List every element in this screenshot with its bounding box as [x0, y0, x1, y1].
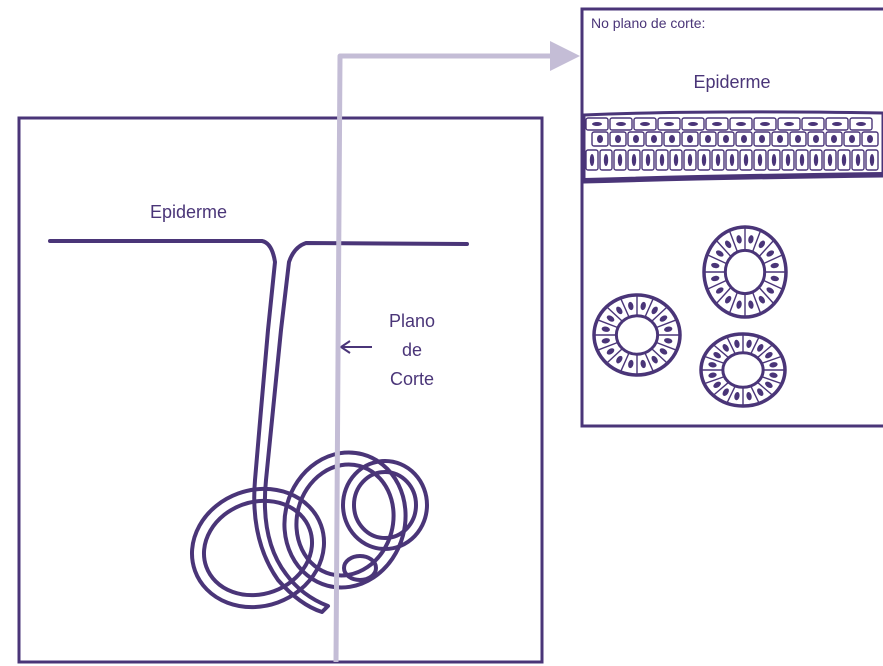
epidermis-cell-nucleus	[760, 122, 770, 126]
epidermis-cell-nucleus	[615, 135, 621, 143]
epidermis-cell-nucleus	[604, 154, 608, 166]
epidermis-cell-nucleus	[795, 135, 801, 143]
epidermis-surface-line	[50, 241, 467, 612]
epidermis-cell-nucleus	[800, 154, 804, 166]
left-epidermis-label: Epiderme	[150, 202, 227, 222]
epidermis-cell-nucleus	[772, 154, 776, 166]
epidermis-cell-nucleus	[592, 122, 602, 126]
epidermis-cell-nucleus	[736, 122, 746, 126]
gland-cross-section	[594, 295, 680, 375]
epidermis-cell-nucleus	[669, 135, 675, 143]
epidermis-cell-nucleus	[786, 154, 790, 166]
epidermis-cell-nucleus	[784, 122, 794, 126]
epidermis-cell-nucleus	[618, 154, 622, 166]
epidermis-cell-nucleus	[758, 154, 762, 166]
epidermis-cell-nucleus	[828, 154, 832, 166]
left-panel: Epiderme Plano de Corte	[19, 118, 542, 662]
coiled-gland	[175, 439, 427, 626]
gland-cross-sections	[594, 227, 786, 406]
epidermis-layer	[584, 112, 883, 182]
epidermis-cell-nucleus	[870, 154, 874, 166]
epidermis-cell-nucleus	[633, 135, 639, 143]
epidermis-cell-nucleus	[597, 135, 603, 143]
epidermis-cell-nucleus	[867, 135, 873, 143]
epidermis-cell-nucleus	[674, 154, 678, 166]
epidermis-cell-nucleus	[632, 154, 636, 166]
epidermis-cell-nucleus	[664, 122, 674, 126]
epidermis-cell-nucleus	[687, 135, 693, 143]
cut-plane-label-line-2: de	[402, 340, 422, 360]
epidermis-cell-nucleus	[688, 154, 692, 166]
epidermis-cell-nucleus	[712, 122, 722, 126]
epidermis-cell-nucleus	[646, 154, 650, 166]
epidermis-cell-nucleus	[688, 122, 698, 126]
epidermis-cell-nucleus	[616, 122, 626, 126]
cut-plane-label-line-1: Plano	[389, 311, 435, 331]
epidermis-cell-nucleus	[705, 135, 711, 143]
epidermis-cell-nucleus	[723, 135, 729, 143]
epidermis-cells	[586, 118, 878, 170]
gland-cross-section	[704, 227, 786, 317]
coil-end	[344, 556, 376, 580]
epidermis-cell-nucleus	[808, 122, 818, 126]
right-panel: No plano de corte: Epiderme	[582, 9, 883, 426]
epidermis-cell-nucleus	[849, 135, 855, 143]
epidermis-cell-nucleus	[832, 122, 842, 126]
epidermis-cell-nucleus	[660, 154, 664, 166]
cross-section-caption: No plano de corte:	[591, 15, 705, 31]
epidermis-cell-nucleus	[590, 154, 594, 166]
right-epidermis-label: Epiderme	[693, 72, 770, 92]
epidermis-cell-nucleus	[831, 135, 837, 143]
epidermis-cell-nucleus	[640, 122, 650, 126]
cut-plane-guide-arrow	[336, 56, 574, 662]
epidermis-cell-nucleus	[814, 154, 818, 166]
epidermis-cell-nucleus	[702, 154, 706, 166]
epidermis-cell-nucleus	[759, 135, 765, 143]
epidermis-cell-nucleus	[744, 154, 748, 166]
cut-plane-pointer-arrow	[341, 341, 372, 353]
epidermis-cell-nucleus	[730, 154, 734, 166]
epidermis-cell-nucleus	[842, 154, 846, 166]
gland-cross-section	[701, 334, 785, 406]
epidermis-cell-nucleus	[741, 135, 747, 143]
epidermis-cell-nucleus	[856, 122, 866, 126]
cut-plane-label-line-3: Corte	[390, 369, 434, 389]
epidermis-cell-nucleus	[813, 135, 819, 143]
epidermis-cell-nucleus	[716, 154, 720, 166]
epidermis-cell-nucleus	[856, 154, 860, 166]
epidermis-cell-nucleus	[777, 135, 783, 143]
epidermis-cell-nucleus	[651, 135, 657, 143]
